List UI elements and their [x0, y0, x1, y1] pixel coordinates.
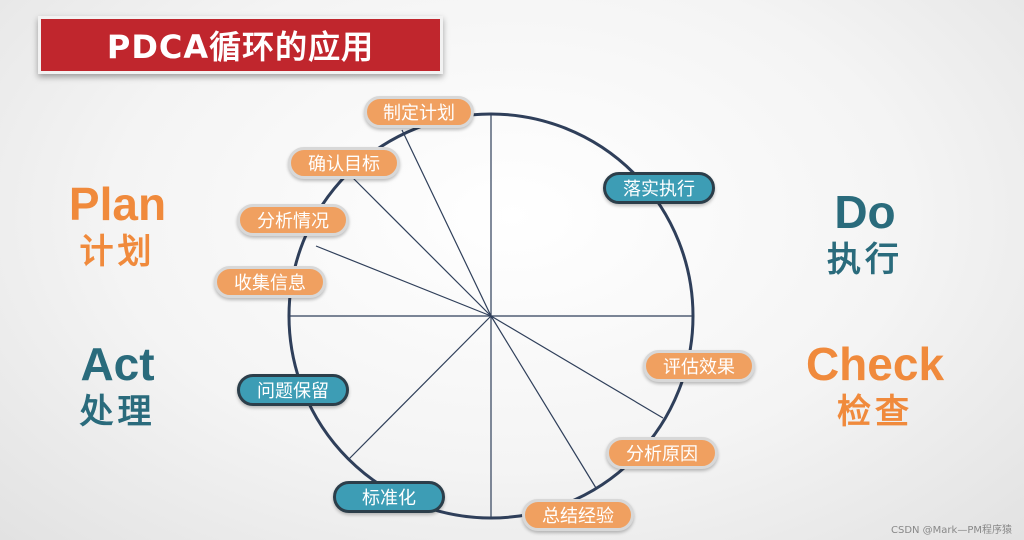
- step-make-plan-label: 制定计划: [383, 103, 455, 124]
- phase-do-cn: 执行: [827, 240, 903, 280]
- step-standardize: 标准化: [333, 481, 445, 513]
- watermark: CSDN @Mark—PM程序猿: [890, 525, 1012, 536]
- step-analyze-situation: 分析情况: [237, 204, 349, 236]
- step-implement: 落实执行: [603, 172, 715, 204]
- step-collect-info-label: 收集信息: [234, 273, 306, 294]
- phase-plan-en: Plan: [68, 178, 167, 230]
- step-analyze-cause: 分析原因: [606, 437, 718, 469]
- phase-act-cn: 处理: [79, 392, 156, 432]
- step-retain-issues: 问题保留: [237, 374, 349, 406]
- step-analyze-cause-label: 分析原因: [626, 444, 698, 465]
- phase-plan-cn: 计划: [79, 232, 156, 272]
- phase-act: Act 处理: [55, 338, 180, 434]
- spoke-check-1: [490, 315, 664, 419]
- phase-check-en: Check: [805, 338, 945, 390]
- step-implement-label: 落实执行: [623, 179, 695, 200]
- step-confirm-goal-label: 确认目标: [308, 154, 380, 175]
- step-evaluate-effect: 评估效果: [643, 350, 755, 382]
- spoke-act-1: [347, 315, 492, 461]
- page-title: PDCA循环的应用: [106, 28, 375, 66]
- step-summarize-label: 总结经验: [542, 506, 614, 527]
- spoke-plan-1: [401, 129, 492, 317]
- step-collect-info: 收集信息: [214, 266, 326, 298]
- step-evaluate-effect-label: 评估效果: [663, 357, 735, 378]
- title-banner: PDCA循环的应用: [38, 16, 443, 74]
- step-standardize-label: 标准化: [362, 488, 416, 509]
- phase-check: Check 检查: [790, 338, 960, 434]
- phase-act-en: Act: [80, 338, 155, 390]
- step-summarize: 总结经验: [522, 499, 634, 531]
- phase-check-cn: 检查: [837, 392, 913, 432]
- phase-do: Do 执行: [800, 186, 930, 282]
- step-retain-issues-label: 问题保留: [257, 381, 329, 402]
- step-confirm-goal: 确认目标: [288, 147, 400, 179]
- spoke-check-2: [490, 315, 597, 489]
- spoke-plan-2: [347, 172, 492, 317]
- spoke-plan-3: [315, 245, 492, 317]
- phase-plan: Plan 计划: [55, 178, 180, 274]
- step-analyze-situation-label: 分析情况: [257, 211, 329, 232]
- phase-do-en: Do: [834, 186, 896, 238]
- step-make-plan: 制定计划: [364, 96, 474, 128]
